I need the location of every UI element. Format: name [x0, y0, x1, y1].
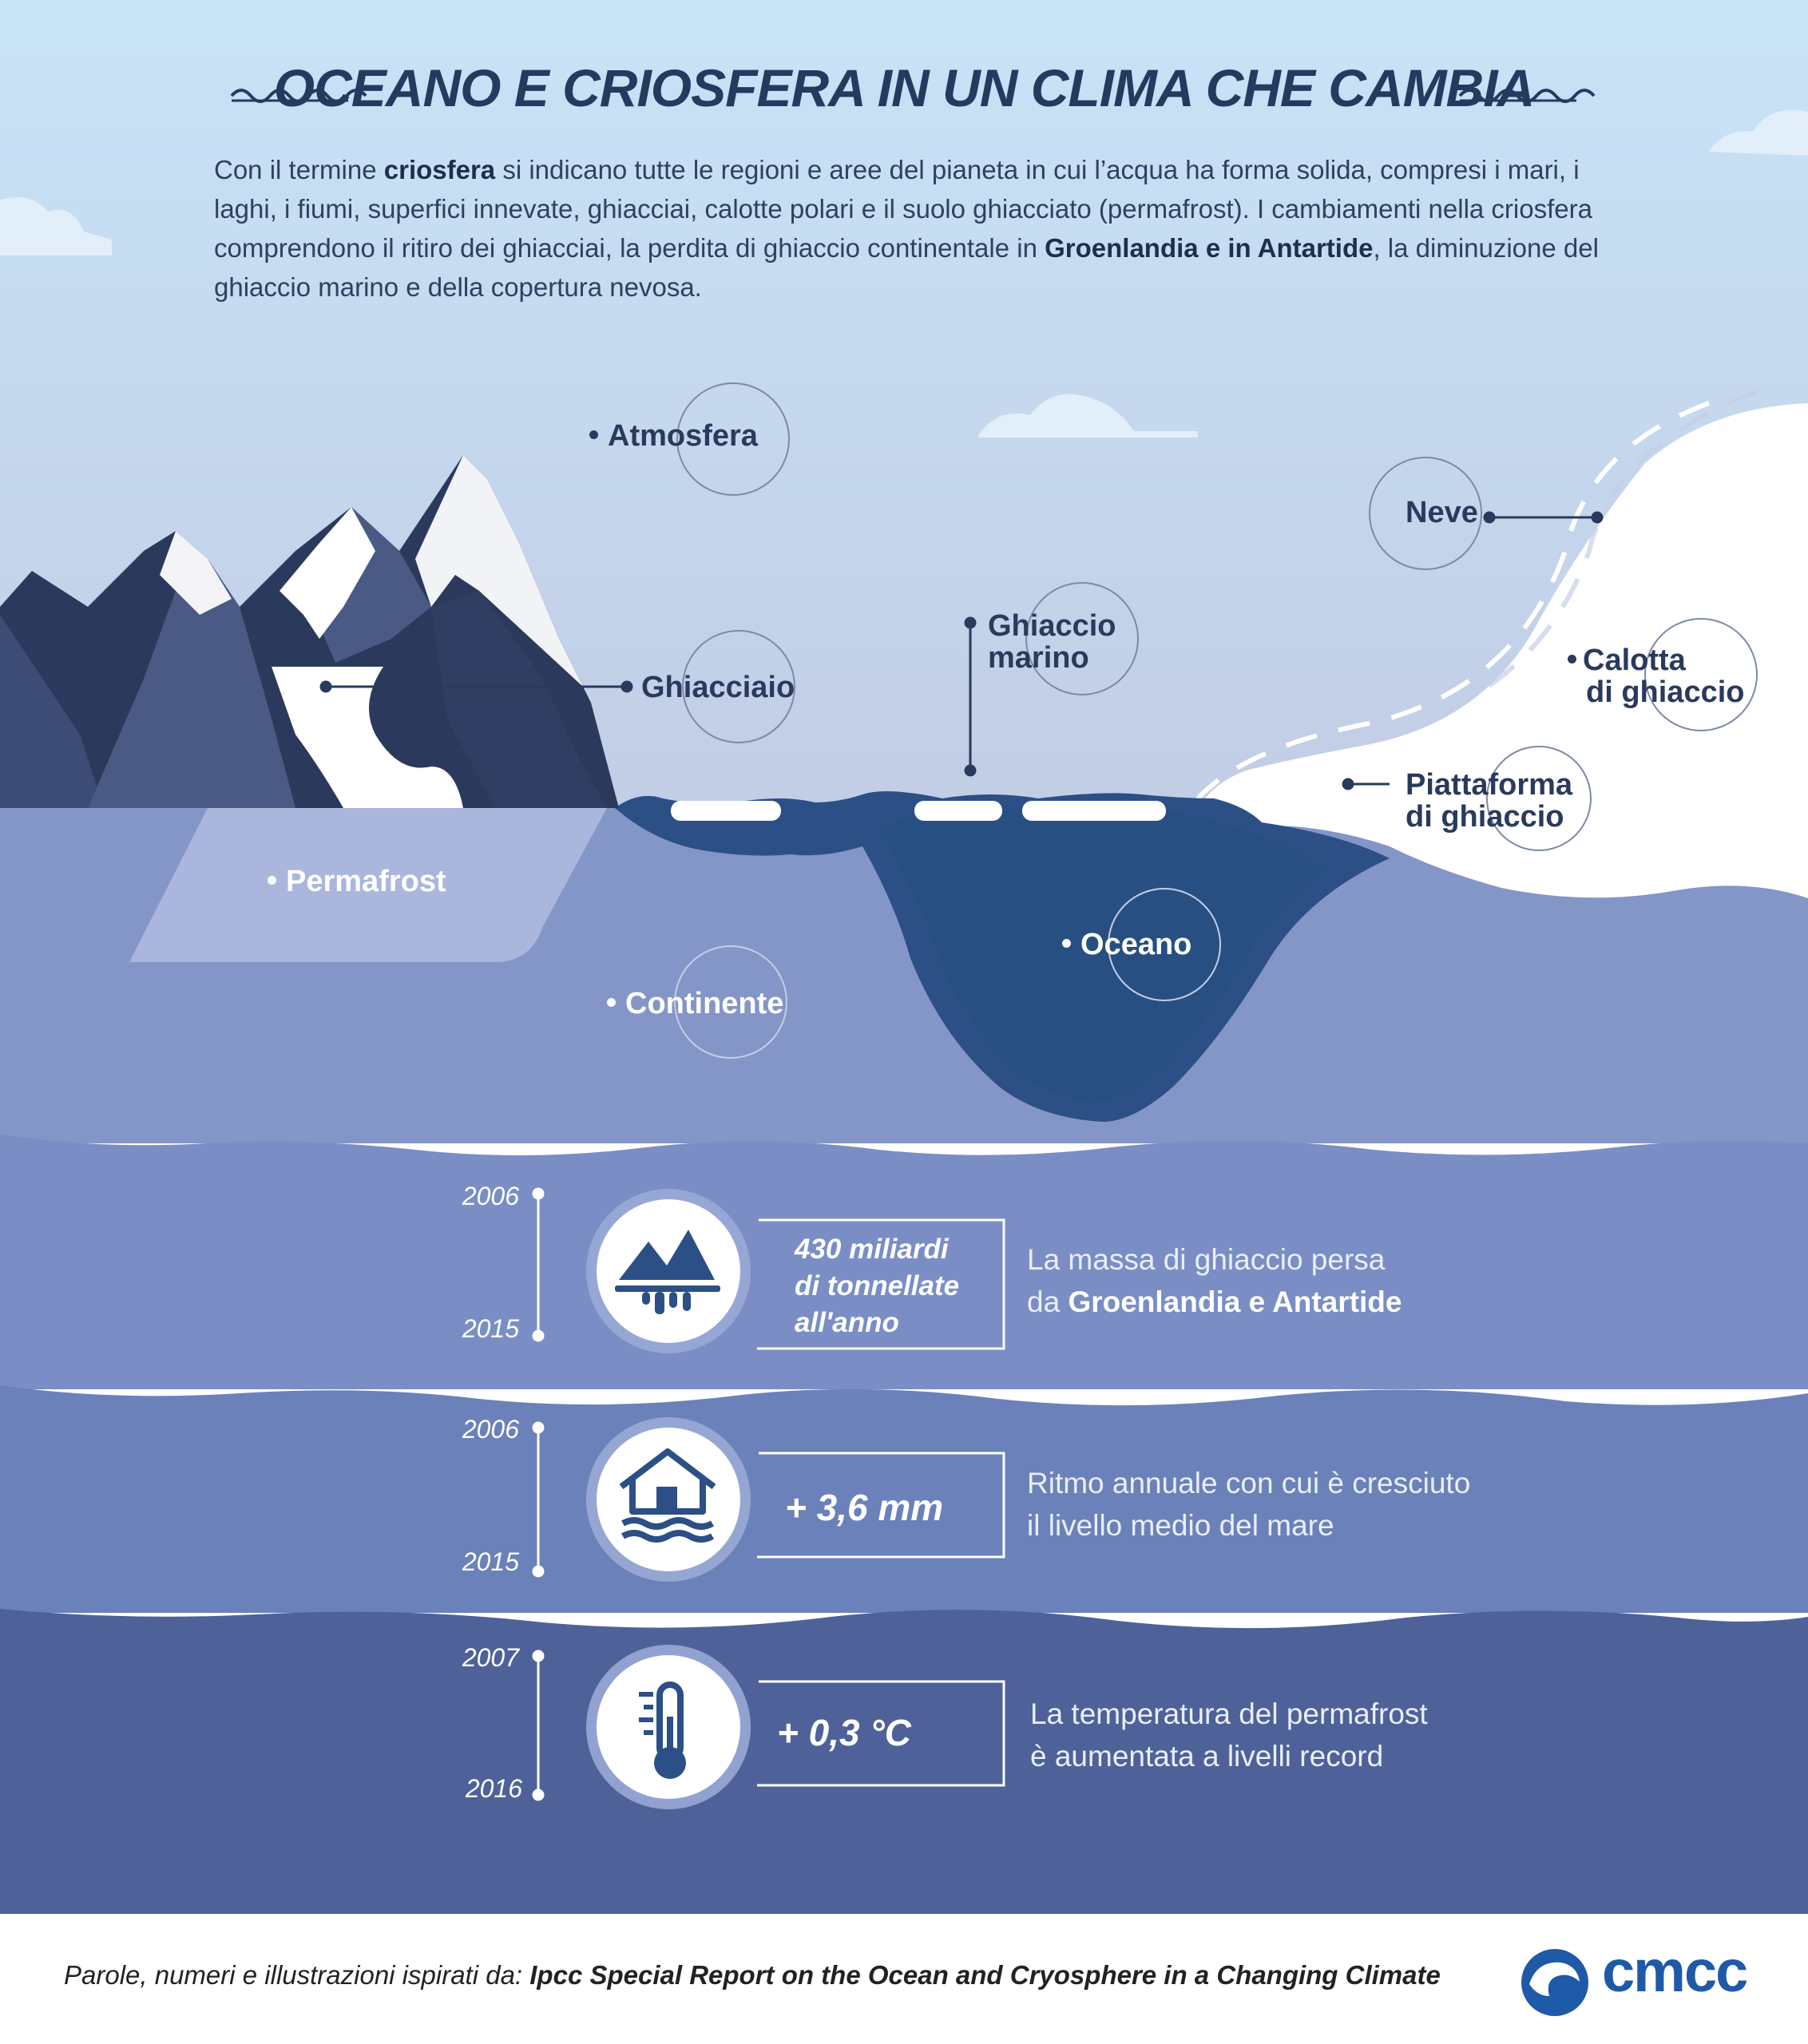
footer-source: Parole, numeri e illustrazioni ispirati …	[64, 1960, 1441, 1990]
mountains	[0, 455, 619, 808]
band-1	[0, 1134, 1808, 1389]
intro-bold-1: criosfera	[383, 155, 496, 184]
stat-3-value: + 0,3 °C	[777, 1712, 911, 1753]
intro-text-3: , la diminuzione del ghiaccio marino e d…	[214, 233, 1599, 302]
label-ghiacciaio: Ghiacciaio	[641, 671, 795, 704]
label-atmosfera: Atmosfera	[589, 421, 758, 451]
footer-bg	[0, 1914, 1808, 2044]
intro-bold-2: Groenlandia e in Antartide	[1045, 233, 1374, 263]
glacier	[272, 667, 463, 808]
stat-2-year-start: 2006	[462, 1415, 519, 1444]
thermometer-icon	[639, 1682, 686, 1779]
clouds	[0, 109, 1808, 438]
snow-line	[1195, 401, 1711, 801]
stat-1-year-start: 2006	[462, 1182, 519, 1210]
stat-2-year-end: 2015	[462, 1547, 519, 1576]
cmcc-logo-text: cmcc	[1602, 1938, 1748, 2004]
stat-2-value: + 3,6 mm	[785, 1487, 944, 1528]
stat-3-year-start: 2007	[462, 1643, 519, 1672]
permafrost-area	[129, 808, 607, 962]
title-waves	[230, 89, 1596, 103]
leader-lines	[319, 511, 1604, 790]
stat-3-year-end: 2016	[465, 1774, 522, 1803]
cmcc-logo-mark	[1521, 1949, 1588, 2016]
label-permafrost: Permafrost	[268, 866, 446, 897]
label-neve: Neve	[1406, 496, 1478, 529]
sea-ice-floes	[671, 801, 1166, 821]
intro-text-1: Con il termine	[214, 155, 384, 184]
band-2	[0, 1385, 1808, 1613]
label-oceano: Oceano	[1062, 929, 1191, 960]
band-3	[0, 1609, 1808, 1916]
intro-paragraph: Con il termine criosfera si indicano tut…	[214, 150, 1612, 307]
ice-cap	[1198, 403, 1808, 898]
label-continente: Continente	[607, 988, 783, 1019]
page-title: OCEANO E CRIOSFERA IN UN CLIMA CHE CAMBI…	[273, 58, 1535, 117]
stat-graphics	[532, 1187, 1005, 1809]
flooded-house-icon	[619, 1448, 716, 1543]
melting-ice-icon	[615, 1230, 720, 1314]
intro-text-2: si indicano tutte le regioni e aree del …	[214, 155, 1592, 263]
label-circles	[676, 382, 1758, 851]
stat-1-year-end: 2015	[462, 1314, 519, 1343]
